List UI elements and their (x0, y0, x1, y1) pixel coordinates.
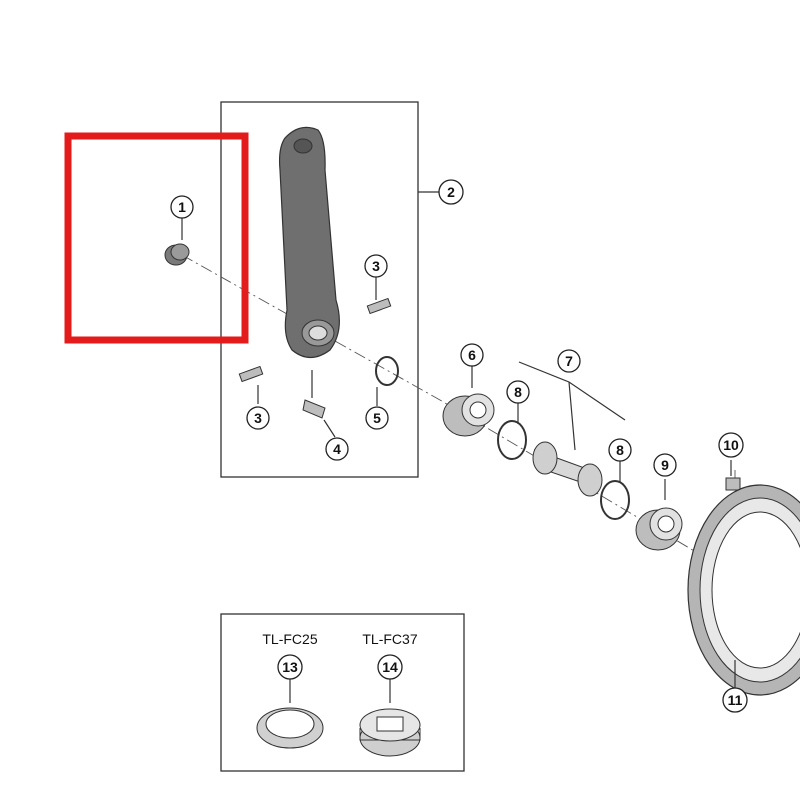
callout-11: 11 (722, 687, 748, 713)
callout-3a: 3 (364, 254, 388, 278)
svg-text:14: 14 (382, 659, 398, 675)
tool-box-frame (220, 613, 465, 772)
chainring-bolt (725, 477, 741, 491)
svg-text:6: 6 (468, 347, 476, 363)
callout-5: 5 (365, 406, 389, 430)
spacer-ring-right (600, 480, 630, 520)
svg-text:13: 13 (282, 659, 298, 675)
callout-10: 10 (718, 432, 744, 458)
callout-8a: 8 (506, 380, 530, 404)
svg-text:3: 3 (372, 258, 380, 274)
inner-cover (518, 361, 626, 497)
crank-cap (164, 215, 190, 266)
tool-label-fc37: TL-FC37 (362, 631, 417, 647)
svg-text:5: 5 (373, 410, 381, 426)
callout-1: 1 (170, 195, 194, 219)
callout-9: 9 (653, 453, 677, 477)
svg-text:3: 3 (254, 410, 262, 426)
callout-7: 7 (557, 349, 581, 373)
svg-text:10: 10 (723, 437, 739, 453)
svg-text:8: 8 (616, 442, 624, 458)
tool-tl-fc25 (256, 678, 324, 749)
callout-8b: 8 (608, 438, 632, 462)
svg-text:2: 2 (447, 184, 455, 200)
svg-text:9: 9 (661, 457, 669, 473)
spacer-ring-left (497, 420, 527, 460)
tool-label-fc25: TL-FC25 (262, 631, 317, 647)
svg-text:1: 1 (178, 199, 186, 215)
callout-14: 14 (377, 654, 403, 680)
tool-tl-fc37 (359, 678, 421, 757)
callout-3b: 3 (246, 406, 270, 430)
callout-2: 2 (418, 179, 464, 205)
o-ring (375, 356, 399, 386)
safety-plate (302, 370, 336, 438)
svg-text:11: 11 (728, 692, 743, 708)
highlight-box (64, 132, 249, 344)
pinch-bolt-lower (238, 365, 264, 404)
crank-arm-frame (220, 101, 419, 478)
svg-text:7: 7 (565, 353, 573, 369)
callout-6: 6 (460, 343, 484, 367)
crank-arm (278, 126, 340, 359)
bearing-cup-right (635, 479, 683, 551)
chainring (687, 484, 800, 696)
svg-text:8: 8 (514, 384, 522, 400)
bearing-cup-left (442, 366, 495, 437)
callout-13: 13 (277, 654, 303, 680)
pinch-bolt-upper (366, 276, 392, 315)
callout-4: 4 (325, 437, 349, 461)
svg-text:4: 4 (333, 441, 341, 457)
